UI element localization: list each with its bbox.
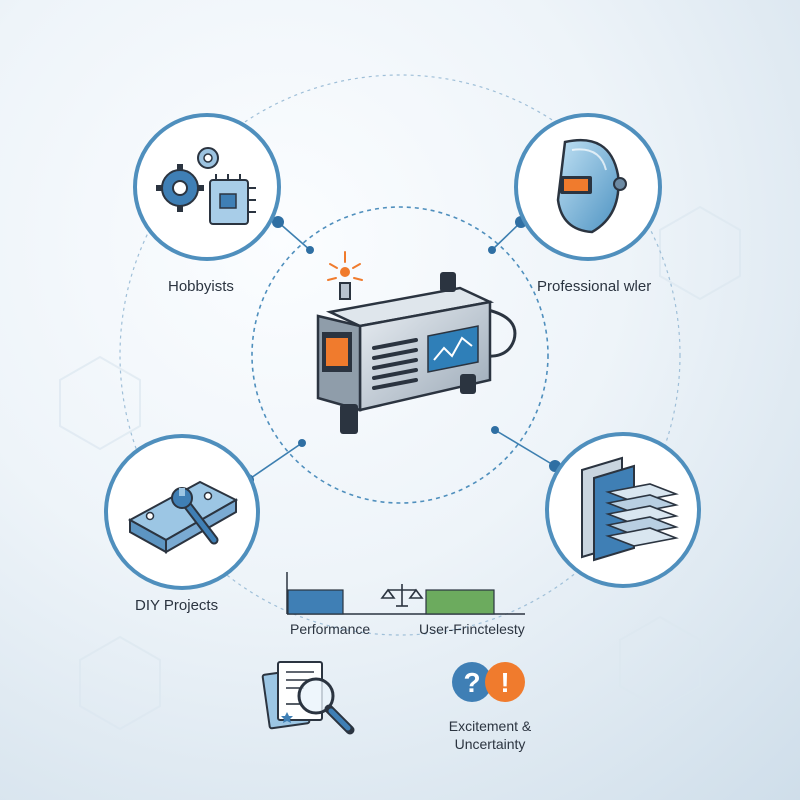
node-diy-projects [104,434,260,590]
welding-machine-icon [316,251,517,434]
background-hexagons [59,205,741,731]
node-professional-walders [545,432,701,588]
node-hobbyists [133,113,281,261]
inner-orbit-ring [251,206,549,504]
documents-magnifier-icon [261,661,355,735]
performance-bar [287,589,344,615]
label-excitement: Excitement & [448,718,532,734]
label-performance: Performance [290,621,371,637]
stacked-metal-sheets-icon [581,456,679,562]
label-user-friendliness: User-Frinctelesty [419,621,525,637]
welding-helmet-icon [556,138,627,234]
user-friendliness-bar [425,589,495,615]
svg-text:?: ? [463,667,480,698]
svg-text:!: ! [500,667,509,698]
gears-circuit-board-icon [156,147,256,225]
balance-chart [286,572,525,615]
node-professional-welder [514,113,662,261]
label-uncertainty: Uncertainty [454,736,526,752]
connector-lines [247,221,556,481]
spark-icon [327,251,363,281]
wrench-metal-plate-icon [127,480,239,554]
label-professional-welder: Professional wler [537,278,652,295]
outer-orbit-ring [119,74,681,636]
balance-scale-icon [380,584,424,607]
exclamation-mark-icon: ! [485,662,525,702]
label-hobbyists: Hobbyists [168,278,234,295]
question-mark-icon: ? [452,662,492,702]
label-diy-projects: DIY Projects [135,597,219,614]
